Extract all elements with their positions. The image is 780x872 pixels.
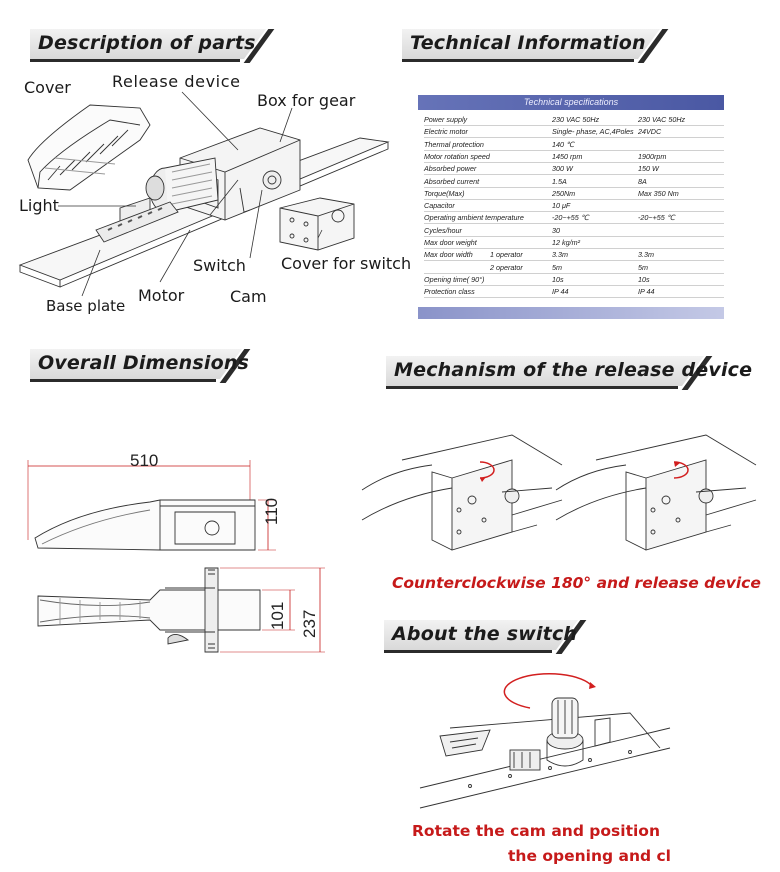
tech-row-value-1: 140 ℃ — [552, 139, 575, 149]
tech-row-label: Power supply — [424, 115, 468, 124]
tech-table-row: Max door width 1 operator 3.3m 3.3m — [424, 249, 724, 262]
switch-caption-line1: Rotate the cam and position — [412, 822, 660, 840]
tech-table-row: Electric motor Single- phase, AC,4Poles 24… — [424, 126, 724, 139]
label-release-device: Release device — [112, 72, 241, 91]
release-caption: Counterclockwise 180° and release device — [392, 574, 761, 592]
tech-row-value-2: 24VDC — [638, 127, 662, 137]
tech-table-row: Protection class IP 44 IP 44 — [424, 286, 724, 299]
tech-row-value-1: Single- phase, AC,4Poles — [552, 127, 634, 137]
tech-table-header: Technical specifications — [418, 95, 724, 110]
tech-row-label: Max door width — [424, 250, 473, 260]
dim-length: 510 — [130, 451, 159, 470]
switch-title: About the switch — [392, 623, 578, 645]
tech-row-value-1: 230 VAC 50Hz — [552, 115, 600, 124]
tech-table-row: Max door weight 12 kg/m² — [424, 237, 724, 249]
tech-table-row: Absorbed power 300 W 150 W — [424, 163, 724, 176]
label-base-plate: Base plate — [46, 297, 126, 315]
tech-table-row: Capacitor 10 μF — [424, 200, 724, 213]
tech-row-value-1: IP 44 — [552, 287, 569, 297]
label-motor: Motor — [138, 286, 185, 305]
dim-inner-width: 101 — [268, 601, 287, 630]
tech-row-value-2: 230 VAC 50Hz — [638, 115, 686, 124]
tech-row-label: Opening time( 90°) — [424, 274, 485, 284]
tech-row-label: Protection class — [424, 287, 475, 297]
dims-banner: Overall Dimensions — [30, 349, 251, 383]
tech-row-label: Operating ambient temperature — [424, 213, 524, 223]
tech-row-value-1: 12 kg/m² — [552, 238, 580, 247]
tech-row-value-2: 5m — [638, 262, 648, 272]
tech-row-value-1: 10s — [552, 274, 564, 284]
tech-row-label: Torque(Max) — [424, 188, 465, 198]
tech-table-row: 2 operator 5m 5m — [424, 262, 724, 274]
tech-row-value-2: IP 44 — [638, 287, 655, 297]
label-cam: Cam — [230, 287, 267, 306]
tech-row-sublabel: 1 operator — [490, 250, 523, 260]
dim-height: 110 — [262, 497, 281, 525]
tech-table-row: Opening time( 90°) 10s 10s — [424, 274, 724, 286]
tech-row-label: Thermal protection — [424, 139, 484, 149]
tech-row-value-1: 300 W — [552, 164, 573, 174]
dim-outer-width: 237 — [300, 609, 319, 638]
tech-table-row: Operating ambient temperature -20~+55 ℃ -2… — [424, 212, 724, 225]
tech-row-value-2: 10s — [638, 274, 650, 284]
tech-row-value-2: Max 350 Nm — [638, 188, 679, 198]
label-cover: Cover — [24, 78, 71, 97]
parts-banner: Description of parts — [30, 29, 275, 63]
tech-table-footer-bar — [418, 307, 724, 319]
switch-banner: About the switch — [384, 620, 587, 654]
tech-banner: Technical Information — [402, 29, 669, 63]
release-mechanism-drawing-left — [361, 434, 563, 551]
tech-row-value-1: 5m — [552, 262, 562, 272]
tech-row-value-1: -20~+55 ℃ — [552, 213, 589, 223]
tech-row-label: Absorbed power — [424, 164, 477, 174]
label-light: Light — [19, 196, 59, 215]
tech-row-label: Capacitor — [424, 201, 455, 211]
switch-drawing — [419, 673, 671, 809]
dimension-drawing — [27, 460, 325, 653]
tech-row-label: Max door weight — [424, 238, 477, 247]
label-switch: Switch — [193, 256, 246, 275]
tech-table-row: Torque(Max) 250Nm Max 350 Nm — [424, 188, 724, 200]
tech-row-value-2: 3.3m — [638, 250, 654, 260]
label-box-for-gear: Box for gear — [257, 91, 356, 110]
parts-title: Description of parts — [38, 32, 256, 54]
tech-row-value-1: 30 — [552, 225, 560, 235]
label-cover-for-switch: Cover for switch — [281, 254, 412, 273]
tech-table-row: Motor rotation speed 1450 rpm 1900rpm — [424, 151, 724, 163]
tech-row-value-2: 8A — [638, 176, 647, 186]
dims-title: Overall Dimensions — [38, 352, 250, 374]
tech-table-row: Cycles/hour 30 — [424, 225, 724, 237]
tech-title: Technical Information — [410, 32, 646, 54]
tech-row-label: Motor rotation speed — [424, 151, 490, 161]
tech-table-row: Absorbed current 1.5A 8A — [424, 176, 724, 188]
tech-row-label: Absorbed current — [424, 176, 480, 186]
tech-row-value-2: 1900rpm — [638, 151, 667, 161]
tech-row-value-1: 1.5A — [552, 176, 567, 186]
tech-row-label: Electric motor — [424, 127, 468, 137]
tech-row-label: Cycles/hour — [424, 225, 462, 235]
tech-table-row: Thermal protection 140 ℃ — [424, 139, 724, 151]
switch-caption-line2: the opening and cl — [508, 847, 671, 865]
parts-exploded-drawing — [18, 91, 390, 297]
tech-row-value-2: 150 W — [638, 164, 659, 174]
tech-spec-table: Technical specifications Power supply 230… — [418, 95, 724, 321]
release-mechanism-drawing-right — [555, 434, 757, 551]
tech-row-sublabel: 2 operator — [490, 262, 523, 272]
tech-row-value-1: 250Nm — [552, 188, 576, 198]
tech-row-value-2: -20~+55 ℃ — [638, 213, 675, 223]
tech-row-value-1: 10 μF — [552, 201, 571, 211]
tech-row-value-1: 3.3m — [552, 250, 568, 260]
tech-row-value-1: 1450 rpm — [552, 151, 583, 161]
mech-title: Mechanism of the release device — [394, 359, 753, 381]
tech-table-row: Power supply 230 VAC 50Hz 230 VAC 50Hz — [424, 114, 724, 126]
mech-banner: Mechanism of the release device — [386, 356, 752, 390]
